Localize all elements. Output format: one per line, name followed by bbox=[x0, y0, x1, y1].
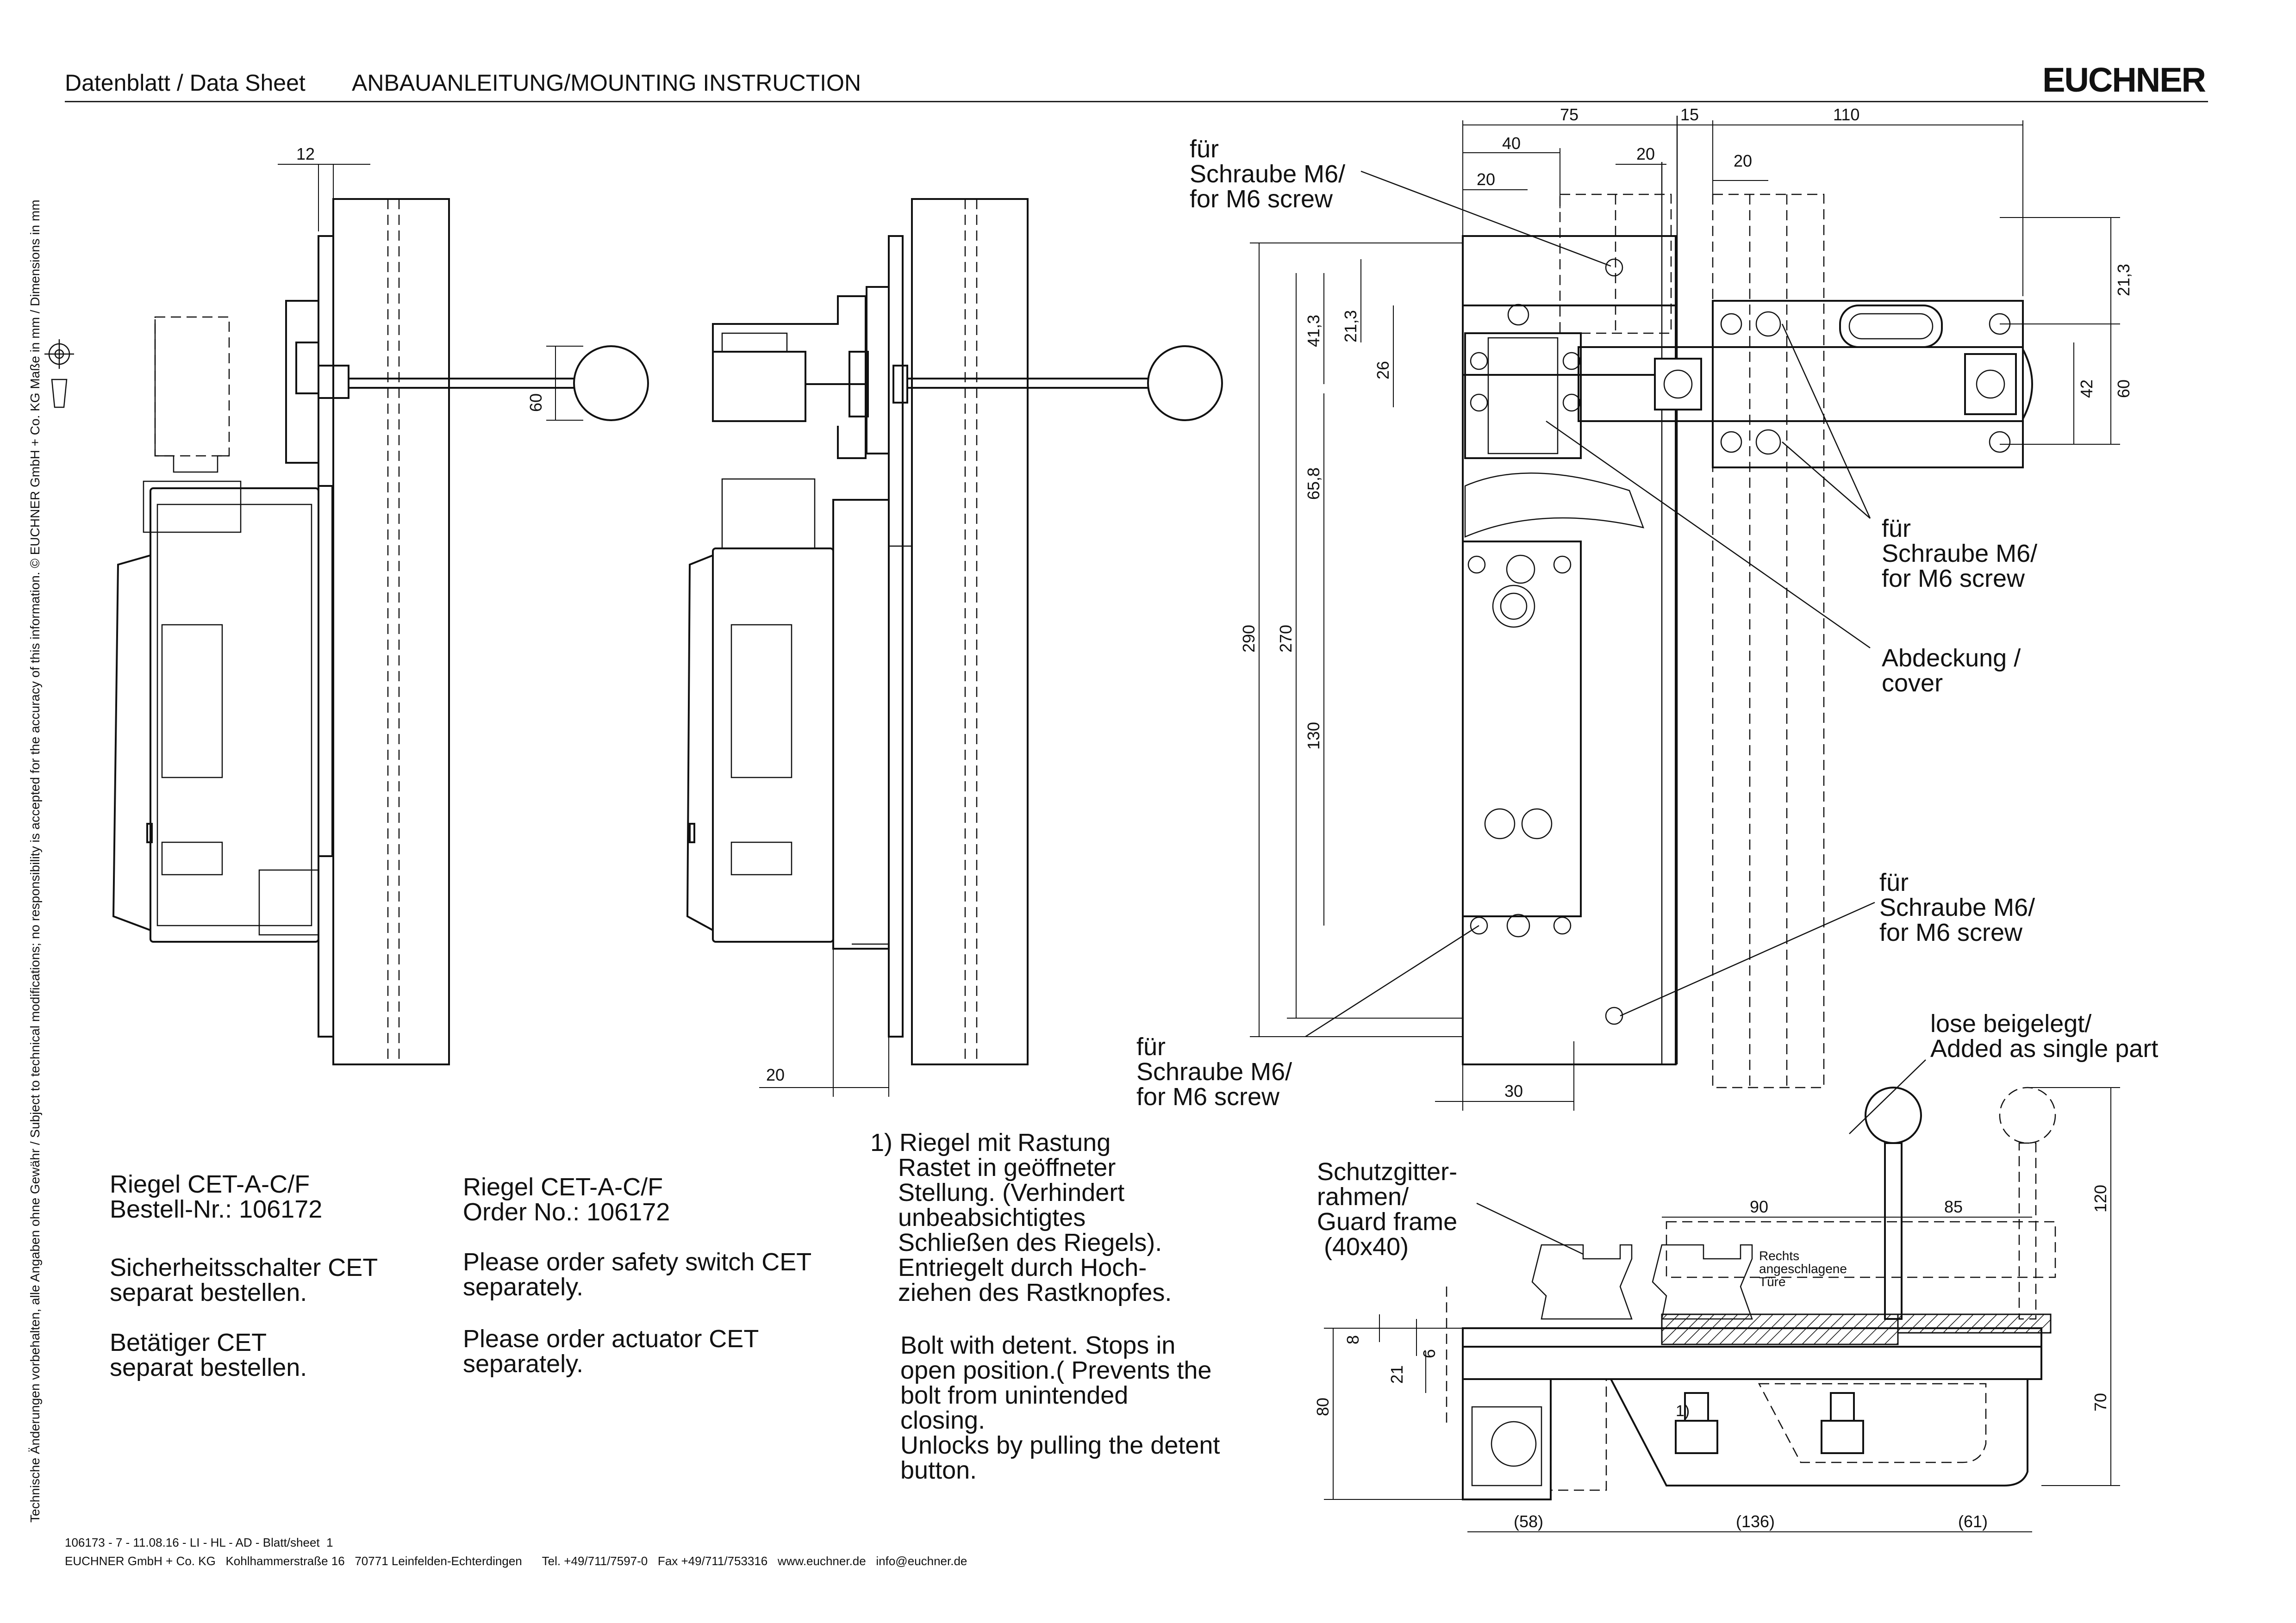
dim-plan-80: 80 bbox=[1313, 1398, 1332, 1416]
euchner-logo: EUCHNER bbox=[2042, 61, 2206, 99]
footnote-english: Bolt with detent. Stops in open position… bbox=[900, 1331, 1220, 1484]
callout-screw-right: für Schraube M6/ for M6 screw bbox=[1882, 515, 2038, 592]
middle-switch-note: Please order safety switch CET separatel… bbox=[463, 1248, 812, 1301]
header-rule bbox=[65, 101, 2208, 102]
left-switch-note: Sicherheitsschalter CET separat bestelle… bbox=[110, 1254, 378, 1306]
dim-left-270: 270 bbox=[1276, 625, 1295, 653]
dim-bottom-30: 30 bbox=[1504, 1082, 1523, 1101]
dim-plan-6: 6 bbox=[1420, 1349, 1439, 1358]
callout-screw-top: für Schraube M6/ for M6 screw bbox=[1190, 135, 1346, 213]
footer-company: EUCHNER GmbH + Co. KG Kohlhammerstraße 1… bbox=[65, 1554, 967, 1568]
footer-doc-id: 106173 - 7 - 11.08.16 - LI - HL - AD - B… bbox=[65, 1536, 333, 1549]
dim-left-65-8: 65,8 bbox=[1304, 467, 1323, 500]
dim-plan-61: (61) bbox=[1958, 1512, 1988, 1531]
dim-right-42: 42 bbox=[2077, 379, 2096, 398]
callout-cover: Abdeckung / cover bbox=[1882, 644, 2021, 697]
dim-plan-85: 85 bbox=[1944, 1197, 1963, 1216]
dim-top-75: 75 bbox=[1560, 105, 1578, 124]
dim-left-290: 290 bbox=[1239, 625, 1258, 653]
callout-door: Rechts angeschlagene Türe bbox=[1759, 1249, 1847, 1289]
side-view-middle bbox=[686, 198, 1223, 1097]
dim-top-15: 15 bbox=[1680, 105, 1699, 124]
footnote-ref-marker: 1) bbox=[1676, 1402, 1690, 1420]
footnote-german: 1) Riegel mit Rastung Rastet in geöffnet… bbox=[870, 1129, 1172, 1306]
middle-actuator-note: Please order actuator CET separately. bbox=[463, 1325, 759, 1378]
callout-guard-frame: Schutzgitter- rahmen/ Guard frame (40x40… bbox=[1317, 1158, 1458, 1261]
dim-left-130: 130 bbox=[1304, 722, 1323, 750]
callout-screw-bottom-right: für Schraube M6/ for M6 screw bbox=[1879, 869, 2035, 946]
dim-top-20a: 20 bbox=[1477, 170, 1495, 189]
dim-side-60: 60 bbox=[526, 393, 545, 412]
projection-symbol-icon bbox=[44, 339, 74, 408]
dim-plan-8: 8 bbox=[1343, 1335, 1362, 1344]
plan-view bbox=[1324, 1059, 2120, 1532]
dim-left-21-3: 21,3 bbox=[1341, 310, 1360, 342]
dim-left-26: 26 bbox=[1373, 361, 1392, 379]
dim-plan-70: 70 bbox=[2091, 1393, 2110, 1412]
dim-side-12: 12 bbox=[296, 144, 315, 163]
dimension-labels: 12 60 20 75 15 110 40 20 20 20 21,3 42 6… bbox=[296, 105, 2133, 1531]
left-actuator-note: Betätiger CET separat bestellen. bbox=[110, 1329, 307, 1381]
document-title: ANBAUANLEITUNG/MOUNTING INSTRUCTION bbox=[352, 70, 861, 96]
left-product-note: Riegel CET-A-C/F Bestell-Nr.: 106172 bbox=[110, 1170, 323, 1223]
dim-right-21-3: 21,3 bbox=[2114, 264, 2133, 296]
middle-product-note: Riegel CET-A-C/F Order No.: 106172 bbox=[463, 1173, 670, 1226]
dim-top-20b: 20 bbox=[1636, 144, 1655, 163]
dim-plan-120: 120 bbox=[2091, 1185, 2110, 1213]
dim-side-20: 20 bbox=[766, 1065, 785, 1084]
front-view bbox=[1250, 116, 2120, 1111]
callout-screw-bottom-left: für Schraube M6/ for M6 screw bbox=[1136, 1033, 1292, 1111]
dim-plan-21: 21 bbox=[1387, 1365, 1406, 1384]
dim-top-110: 110 bbox=[1833, 105, 1859, 124]
doc-type: Datenblatt / Data Sheet bbox=[65, 70, 306, 96]
dim-top-20c: 20 bbox=[1734, 151, 1752, 170]
dim-plan-136: (136) bbox=[1736, 1512, 1775, 1531]
callout-loose-part: lose beigelegt/ Added as single part bbox=[1930, 1010, 2159, 1063]
dim-plan-90: 90 bbox=[1750, 1197, 1768, 1216]
dim-left-41-3: 41,3 bbox=[1304, 315, 1323, 347]
dim-plan-58: (58) bbox=[1514, 1512, 1543, 1531]
dim-top-40: 40 bbox=[1502, 134, 1521, 153]
side-view-left bbox=[112, 164, 649, 1065]
dim-right-60: 60 bbox=[2114, 379, 2133, 398]
